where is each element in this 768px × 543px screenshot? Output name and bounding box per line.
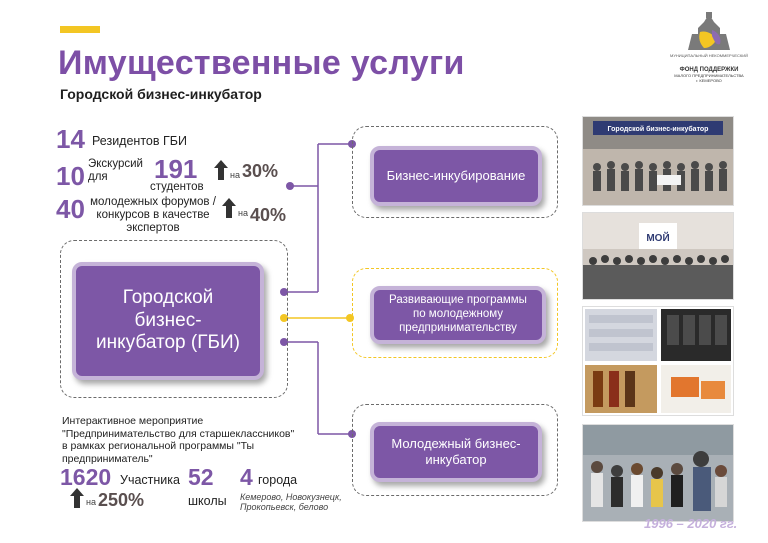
photo-products <box>582 306 734 416</box>
photo-event-hall-image: МОЙ <box>583 213 733 299</box>
logo-name-sub: МАЛОГО ПРЕДПРИНИМАТЕЛЬСТВА <box>674 73 744 79</box>
schools-count: 52 <box>188 464 214 490</box>
participants-up-arrow-icon <box>70 488 84 508</box>
students-count: 191 <box>154 154 198 184</box>
page-subtitle: Городской бизнес-инкубатор <box>60 86 262 102</box>
service-youth-programs: Развивающие программы по молодежному пре… <box>370 286 546 344</box>
participants-label: Участника <box>120 473 180 487</box>
students-growth-prefix: на <box>230 170 240 180</box>
main-box: Городской бизнес-инкубатор (ГБИ) <box>72 262 264 380</box>
photo-children-group-image <box>583 425 733 521</box>
page-title: Имущественные услуги <box>58 44 465 82</box>
schools-label: школы <box>188 494 227 508</box>
logo-caption: МУНИЦИПАЛЬНЫЙ НЕКОММЕРЧЕСКИЙ <box>669 53 749 58</box>
main-box-frame <box>60 240 288 398</box>
photo-stage-text: МОЙ <box>646 231 669 244</box>
service-business-incubation: Бизнес-инкубирование <box>370 146 542 206</box>
cities-list: Кемерово, Новокузнецк, Прокопьевск, бело… <box>240 492 342 513</box>
excursions-count: 10 <box>56 161 85 191</box>
logo-city: г. КЕМЕРОВО <box>696 77 722 83</box>
forums-growth-prefix: на <box>238 208 248 218</box>
participants-count: 1620 <box>60 464 112 490</box>
participants-growth: 250% <box>98 490 145 510</box>
students-growth: 30% <box>242 161 279 181</box>
residents-label: Резидентов ГБИ <box>92 134 187 148</box>
forums-count: 40 <box>56 194 85 224</box>
logo-name: ФОНД ПОДДЕРЖКИ МАЛОГО ПРЕДПРИНИМАТЕЛЬСТВ… <box>668 67 750 84</box>
logo-name-main: ФОНД ПОДДЕРЖКИ <box>679 67 739 73</box>
photo-incubator-team: Городской бизнес-инкубатор <box>582 116 734 206</box>
photo-incubator-team-image: Городской бизнес-инкубатор <box>583 117 733 205</box>
fund-logo-icon <box>688 12 730 50</box>
cities-count: 4 <box>240 464 253 490</box>
title-accent-bar <box>60 26 100 33</box>
photo-event-hall: МОЙ <box>582 212 734 300</box>
students-label: студентов <box>150 181 204 193</box>
footer-years: 1996 – 2020 гг. <box>644 516 738 531</box>
forums-up-arrow-icon <box>222 198 236 218</box>
forums-label: молодежных форумов /конкурсов в качестве… <box>90 196 216 235</box>
photo-sign-text: Городской бизнес-инкубатор <box>608 125 709 133</box>
event-description: Интерактивное мероприятие "Предпринимате… <box>62 415 295 465</box>
cities-label: города <box>258 473 298 487</box>
excursions-label: Экскурсий для <box>88 158 143 184</box>
residents-count: 14 <box>56 124 85 154</box>
students-up-arrow-icon <box>214 160 228 180</box>
service-youth-incubator: Молодежный бизнес-инкубатор <box>370 422 542 482</box>
participants-growth-prefix: на <box>86 497 96 507</box>
service-2-frame <box>352 268 558 358</box>
service-3-frame <box>352 404 558 496</box>
photo-products-image <box>583 307 733 415</box>
photo-children-group <box>582 424 734 522</box>
forums-growth: 40% <box>250 205 287 225</box>
service-1-frame <box>352 126 558 218</box>
